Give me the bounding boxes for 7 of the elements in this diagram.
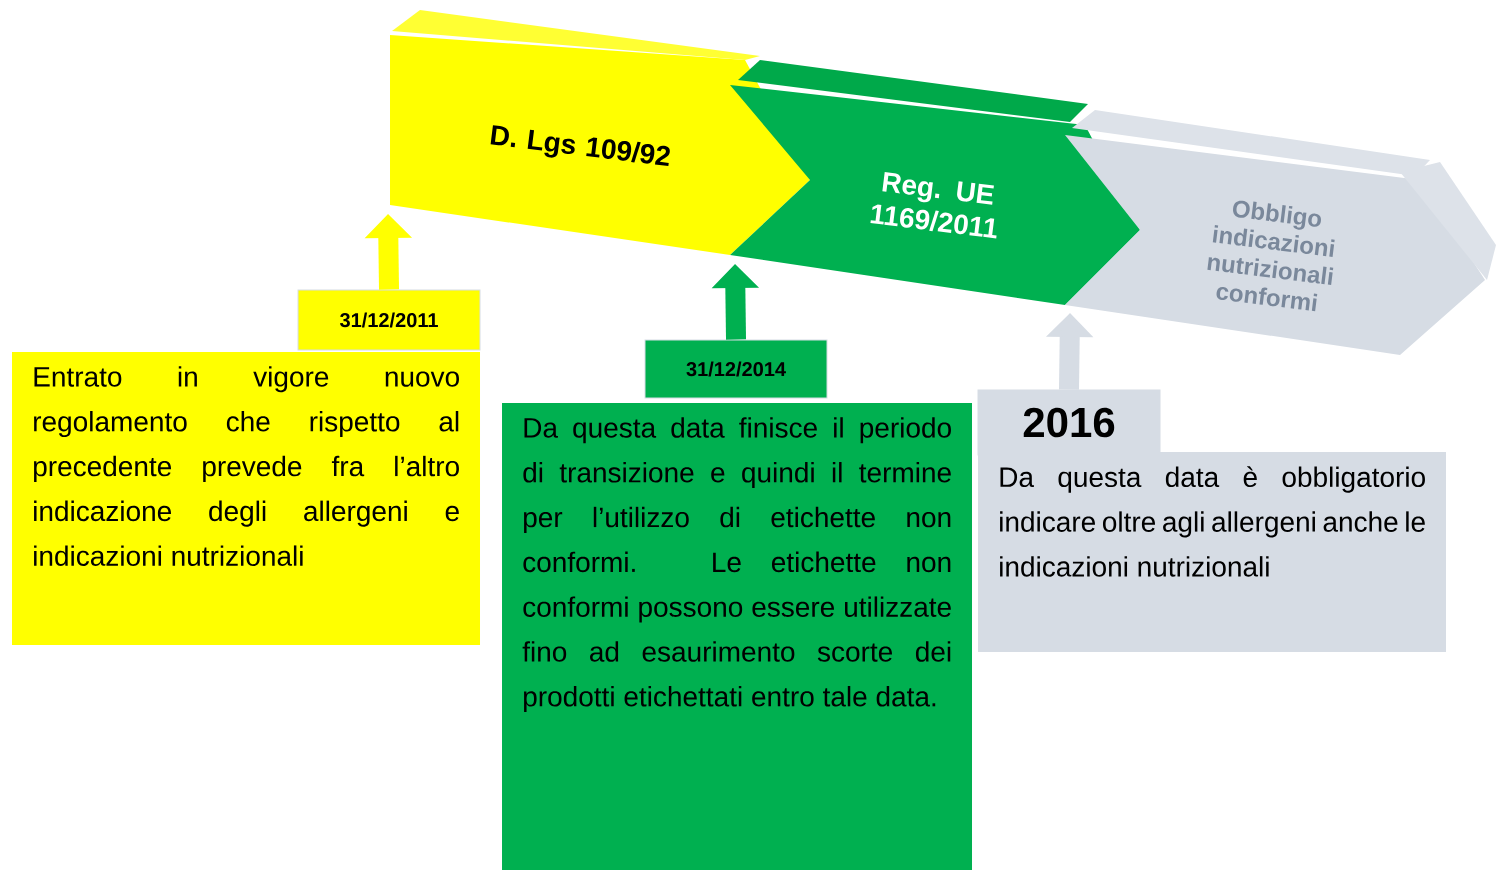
date-tab: 31/12/2014 <box>644 339 828 399</box>
timeline-band: Obbligo indicazioni nutrizionali conformi <box>1065 110 1496 355</box>
date-tab: 2016 <box>977 389 1161 456</box>
timeline-band: Reg. UE 1169/2011 <box>730 60 1140 305</box>
timeline-band: D. Lgs 109/92 <box>390 10 810 255</box>
date-tab: 31/12/2011 <box>297 289 481 351</box>
callout-box: Da questa data finisce il periodo di transizione e quindi il termine per l’utilizzo di etichette non conformi. Le etichette non conformi possono essere utilizzate fino ad esaurimento scorte dei prodotti etichettati entro tale data. <box>502 403 972 870</box>
